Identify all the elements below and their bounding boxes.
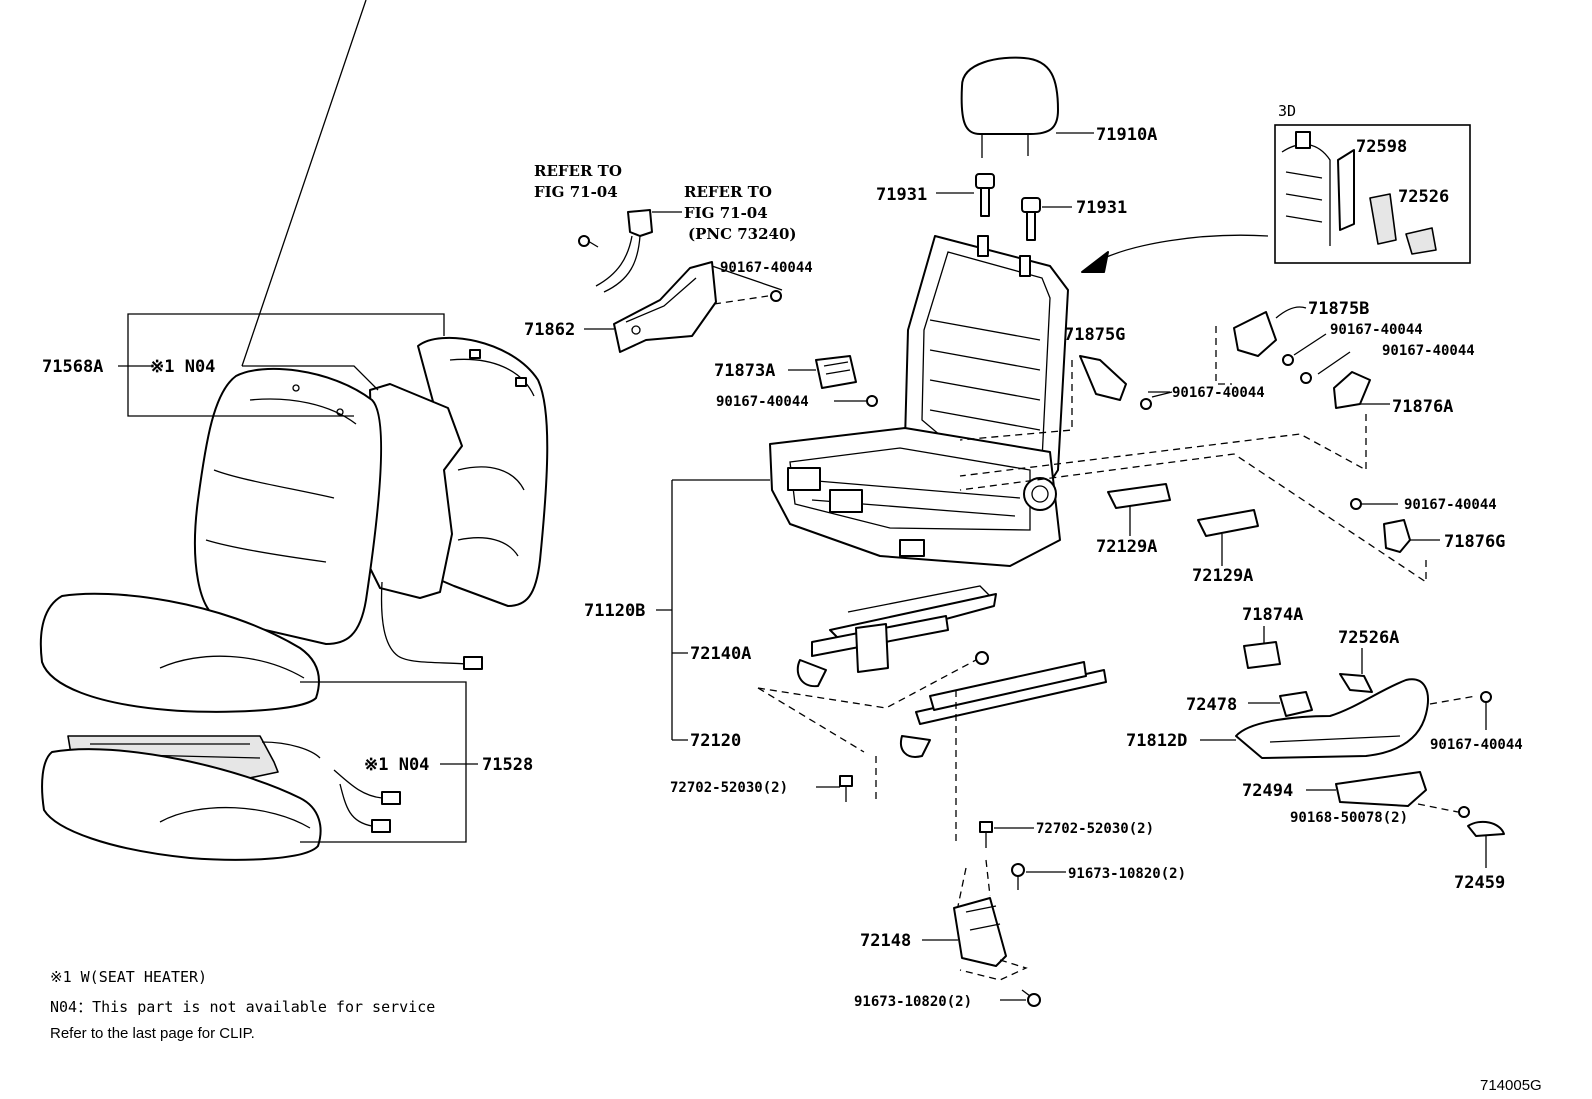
label-n04-upper: ※1 N04 — [150, 357, 215, 377]
fig-ref-1: FIG 71-04 — [534, 183, 618, 201]
label-72526: 72526 — [1398, 187, 1449, 207]
label-71873A: 71873A — [714, 361, 775, 381]
detail-3d-box — [1274, 124, 1471, 264]
label-90168: 90168-50078(2) — [1290, 810, 1408, 826]
seat-cushion-cover-drawing — [39, 592, 320, 713]
cover-71876G-drawing — [1383, 519, 1411, 553]
label-72494: 72494 — [1242, 781, 1293, 801]
label-72148: 72148 — [860, 931, 911, 951]
label-90167-r2: 90167-40044 — [1382, 343, 1475, 359]
label-71931-left: 71931 — [876, 185, 927, 205]
note-n04: N04：This part is not available for servi… — [50, 998, 435, 1016]
headrest-drawing — [960, 56, 1059, 158]
label-90167-mid: 90167-40044 — [1172, 385, 1265, 401]
bolt-91673-lower-drawing — [1021, 989, 1041, 1007]
label-72478: 72478 — [1186, 695, 1237, 715]
seatback-heater-drawing — [365, 383, 483, 670]
knob-72494-drawing — [1335, 771, 1427, 807]
bracket-71873A-drawing — [815, 355, 857, 389]
knob-72129A-1-drawing — [1107, 483, 1171, 509]
label-3d: 3D — [1278, 102, 1296, 120]
label-71875B: 71875B — [1308, 299, 1369, 319]
label-72129A-2: 72129A — [1192, 566, 1253, 586]
refer-to-1: REFER TO — [534, 162, 622, 180]
label-91673-lower: 91673-10820(2) — [854, 994, 972, 1010]
label-90167-top: 90167-40044 — [720, 260, 813, 276]
bolt-72702-left-drawing — [839, 775, 853, 802]
cover-72526A-drawing — [1339, 673, 1373, 693]
bolt-72702-center-drawing — [979, 821, 993, 848]
label-71812D: 71812D — [1126, 731, 1187, 751]
figure-code: 714005G — [1480, 1077, 1542, 1094]
knob-72478-drawing — [1279, 691, 1313, 717]
label-71568A: 71568A — [42, 357, 103, 377]
label-71874A: 71874A — [1242, 605, 1303, 625]
seat-cushion-wire-drawing — [333, 769, 401, 833]
label-71876G: 71876G — [1444, 532, 1505, 552]
seat-track-72120-drawing — [900, 651, 1107, 758]
label-90167-r3: 90167-40044 — [1404, 497, 1497, 513]
knob-72129A-2-drawing — [1197, 509, 1259, 537]
side-cover-71862-drawing — [613, 261, 717, 353]
note-clip: Refer to the last page for CLIP. — [50, 1025, 255, 1042]
note-seat-heater: ※1 W(SEAT HEATER) — [50, 968, 207, 986]
label-72140A: 72140A — [690, 644, 751, 664]
cover-71875B-drawing — [1233, 311, 1277, 357]
bolt-91673-upper-drawing — [1011, 863, 1025, 890]
headrest-guide-left-drawing — [975, 173, 995, 217]
label-72120: 72120 — [690, 731, 741, 751]
label-71876A: 71876A — [1392, 397, 1453, 417]
seat-frame-drawing — [769, 235, 1069, 567]
seat-cushion-pad-drawing — [41, 748, 322, 861]
label-72598: 72598 — [1356, 137, 1407, 157]
refer-to-2: REFER TO — [684, 183, 772, 201]
cap-72459-drawing — [1467, 820, 1505, 837]
label-n04-lower: ※1 N04 — [364, 755, 429, 775]
label-72526A: 72526A — [1338, 628, 1399, 648]
shield-71812D-drawing — [1235, 678, 1429, 759]
label-71862: 71862 — [524, 320, 575, 340]
label-72702-center: 72702-52030(2) — [1036, 821, 1154, 837]
label-71875G: 71875G — [1064, 325, 1125, 345]
clip-71874A-drawing — [1243, 641, 1281, 669]
label-71931-right: 71931 — [1076, 198, 1127, 218]
cover-71875G-drawing — [1079, 355, 1127, 401]
seat-track-72140A-drawing — [796, 585, 997, 688]
label-72129A-1: 72129A — [1096, 537, 1157, 557]
label-71910A: 71910A — [1096, 125, 1157, 145]
label-72459: 72459 — [1454, 873, 1505, 893]
bracket-72148-drawing — [953, 897, 1007, 967]
label-90167-r4: 90167-40044 — [1430, 737, 1523, 753]
seatback-cover-drawing — [194, 367, 383, 645]
label-90167-left: 90167-40044 — [716, 394, 809, 410]
detail-3d-drawing — [1281, 131, 1437, 255]
label-72702-left: 72702-52030(2) — [670, 780, 788, 796]
fig-ref-2: FIG 71-04 — [684, 204, 768, 222]
cover-71876A-drawing — [1333, 371, 1371, 409]
label-71528: 71528 — [482, 755, 533, 775]
label-91673-upper: 91673-10820(2) — [1068, 866, 1186, 882]
headrest-guide-right-drawing — [1021, 197, 1041, 241]
belt-anchor-drawing — [578, 209, 653, 293]
pnc-ref: (PNC 73240) — [688, 225, 797, 243]
label-71120B: 71120B — [584, 601, 645, 621]
label-90167-r1: 90167-40044 — [1330, 322, 1423, 338]
